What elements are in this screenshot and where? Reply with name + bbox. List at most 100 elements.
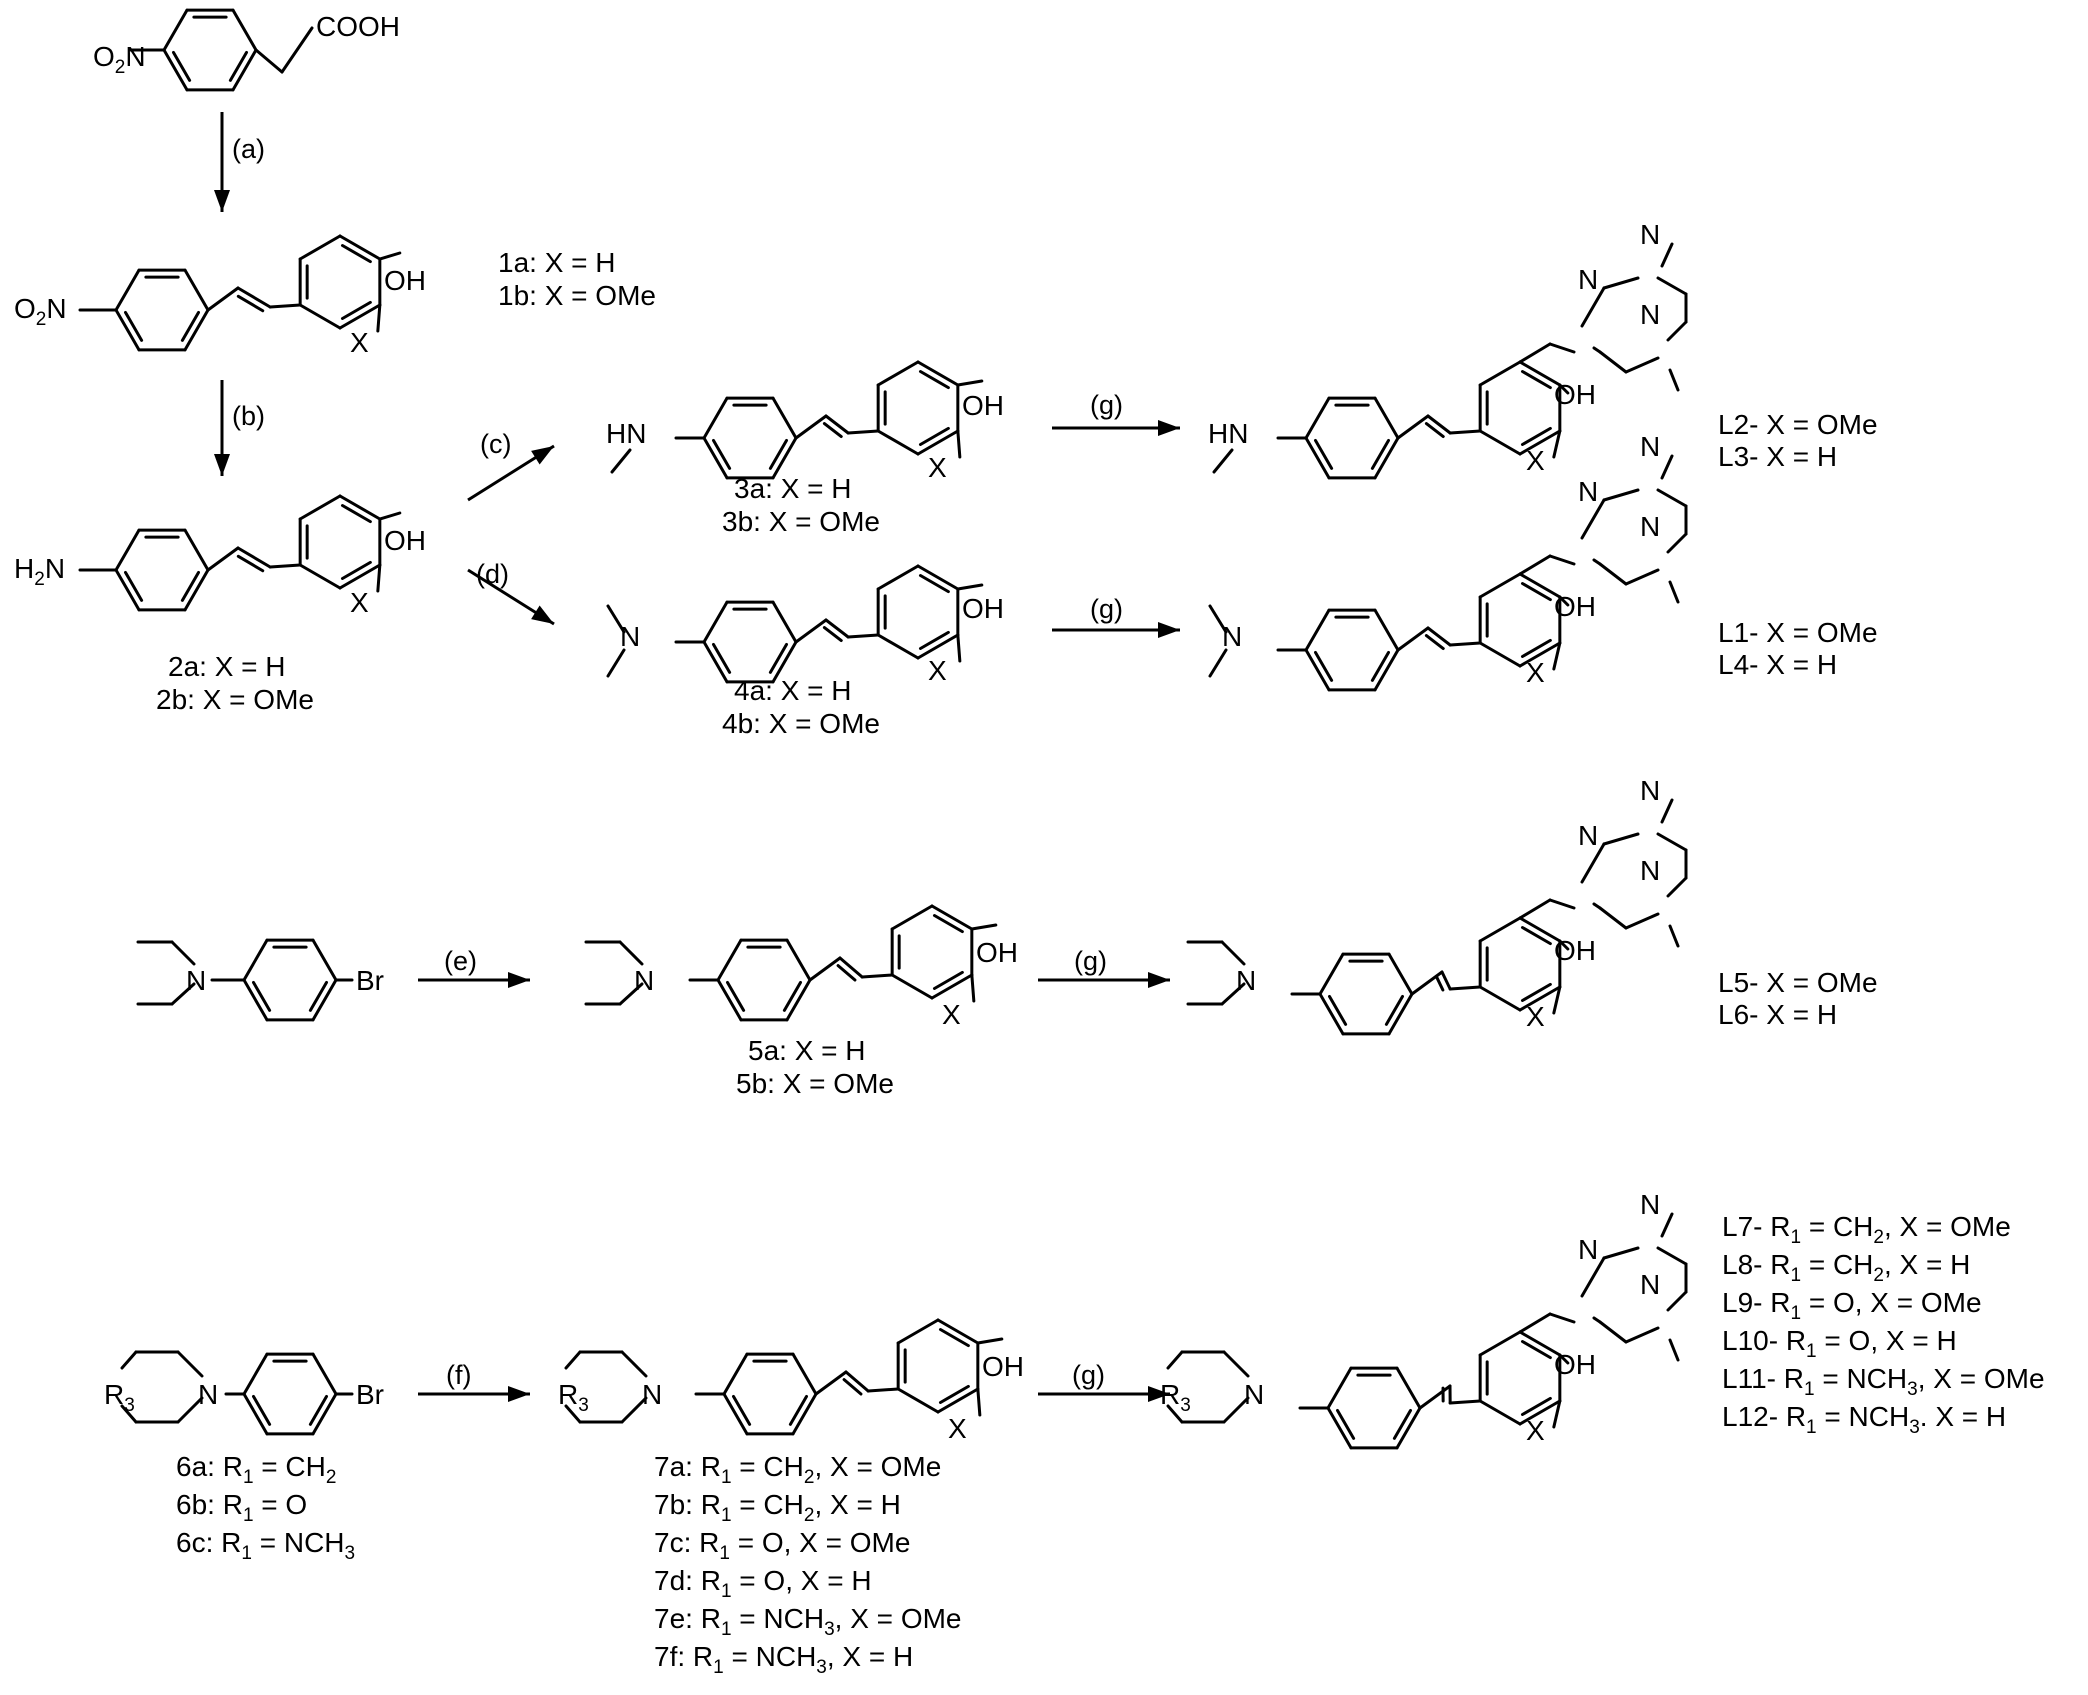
ring-bond	[930, 904, 974, 931]
x-bond	[970, 973, 976, 1003]
atom-n-ring-L5b: N	[1640, 775, 1660, 806]
aromatic-double-bond	[1520, 1340, 1552, 1360]
arrow-g2-head	[1158, 622, 1180, 638]
ring-bond	[1387, 992, 1414, 1036]
ring-bond	[298, 494, 342, 521]
ring-bond	[231, 8, 258, 52]
step-f: (f)	[446, 1360, 471, 1390]
aromatic-double-bond	[1520, 982, 1552, 1002]
methyl-bond	[1660, 798, 1674, 824]
ring-bond	[311, 938, 338, 982]
atom-oh-4: OH	[962, 593, 1004, 624]
label-7c: 7c: R1 = O, X = OMe	[654, 1527, 910, 1564]
ring-bond	[1373, 396, 1400, 440]
vinyl-bond	[794, 414, 828, 440]
macro-bond	[1598, 562, 1628, 586]
aromatic-double-bond	[228, 50, 248, 82]
oh-bond	[1558, 595, 1570, 607]
atom-x-4: X	[928, 655, 947, 686]
step-g3: (g)	[1074, 946, 1107, 976]
macro-bond	[1598, 350, 1628, 374]
ch2-bond	[1518, 342, 1552, 364]
step-c: (c)	[480, 429, 511, 459]
vinyl-bond	[1448, 641, 1482, 647]
aromatic-double-bond	[732, 1394, 752, 1426]
label-1a: 1a: X = H	[498, 247, 616, 278]
atom-x-L1: X	[1526, 657, 1545, 688]
piperidine-bond	[1166, 1404, 1184, 1424]
macro-bond	[1598, 906, 1628, 930]
ring-bond	[890, 904, 934, 931]
ring-bond	[722, 1392, 749, 1436]
vinyl-bond	[236, 546, 272, 569]
ethyl-bond	[1220, 940, 1246, 966]
vinyl-bond	[268, 303, 302, 309]
label-3b: 3b: X = OMe	[722, 506, 880, 537]
label-2a: 2a: X = H	[168, 651, 286, 682]
x-bond	[1552, 985, 1562, 1015]
label-7d: 7d: R1 = O, X = H	[654, 1565, 872, 1602]
atom-x-L2: X	[1526, 445, 1545, 476]
aromatic-double-bond	[932, 914, 964, 934]
ring-bond	[298, 234, 342, 261]
vinyl-double-bond	[1424, 634, 1445, 651]
ring-bond	[936, 1318, 980, 1345]
ethyl-bond	[1220, 982, 1246, 1006]
ring-bond	[896, 1318, 940, 1345]
vinyl-double-bond	[822, 626, 843, 643]
piperidine-bond	[1222, 1396, 1250, 1424]
vinyl-bond	[824, 414, 850, 435]
atom-oh-3: OH	[962, 390, 1004, 421]
atom-oh-5: OH	[976, 937, 1018, 968]
label-6b: 6b: R1 = O	[176, 1489, 307, 1526]
ring-bond	[1387, 952, 1414, 996]
aromatic-double-bond	[1336, 1408, 1356, 1440]
macro-bond	[1580, 498, 1606, 540]
aromatic-double-bond	[768, 438, 788, 470]
label-L9: L9- R1 = O, X = OMe	[1722, 1287, 1982, 1324]
label-L6: L6- X = H	[1718, 999, 1837, 1030]
atom-h2n-2: H2N	[14, 553, 65, 590]
atom-n-7: N	[642, 1379, 662, 1410]
label-5a: 5a: X = H	[748, 1035, 866, 1066]
aromatic-double-bond	[1520, 370, 1552, 390]
ring-bond	[242, 978, 269, 1022]
vinyl-bond	[866, 1387, 900, 1393]
oh-bond	[1558, 939, 1570, 951]
step-e: (e)	[444, 946, 477, 976]
methyl-bond	[1668, 580, 1680, 604]
methyl-bond	[1668, 1338, 1680, 1362]
label-3a: 3a: X = H	[734, 473, 852, 504]
methyl-bond	[610, 448, 632, 474]
ring-bond	[791, 1392, 818, 1436]
macro-bond	[1580, 286, 1606, 328]
vinyl-double-bond	[836, 964, 857, 982]
ring-bond	[1318, 992, 1345, 1036]
step-g4: (g)	[1072, 1360, 1105, 1390]
atom-n-ring-L2a: N	[1578, 264, 1598, 295]
label-L10: L10- R1 = O, X = H	[1722, 1325, 1957, 1362]
ring-bond	[311, 1352, 338, 1396]
methyl-bond	[1668, 924, 1680, 948]
methyl-bond	[1660, 242, 1674, 268]
atom-x-3: X	[928, 452, 947, 483]
vinyl-double-bond	[822, 422, 843, 439]
aromatic-double-bond	[1370, 650, 1390, 682]
piperidine-bond	[1166, 1350, 1184, 1370]
ch2-bond	[1518, 554, 1552, 576]
substituent-labels: 6a: R1 = CH2 6b: R1 = O 6c: R1 = NCH3 7a…	[176, 1211, 2045, 1678]
ring-bond	[771, 436, 798, 480]
ring-bond	[1518, 360, 1562, 387]
aromatic-double-bond	[1328, 994, 1348, 1026]
methyl-bond	[1660, 1212, 1674, 1238]
ring-bond	[1518, 429, 1562, 456]
vinyl-double-bond	[842, 1378, 863, 1396]
ring-bond	[785, 978, 812, 1022]
ring-bond	[930, 973, 974, 1000]
label-4b: 4b: X = OMe	[722, 708, 880, 739]
vinyl-double-bond	[236, 554, 265, 573]
macro-bond	[1602, 1246, 1640, 1260]
atom-hn-L2: HN	[1208, 418, 1248, 449]
macro-bond	[1656, 832, 1688, 852]
aromatic-double-bond	[1520, 1396, 1552, 1416]
